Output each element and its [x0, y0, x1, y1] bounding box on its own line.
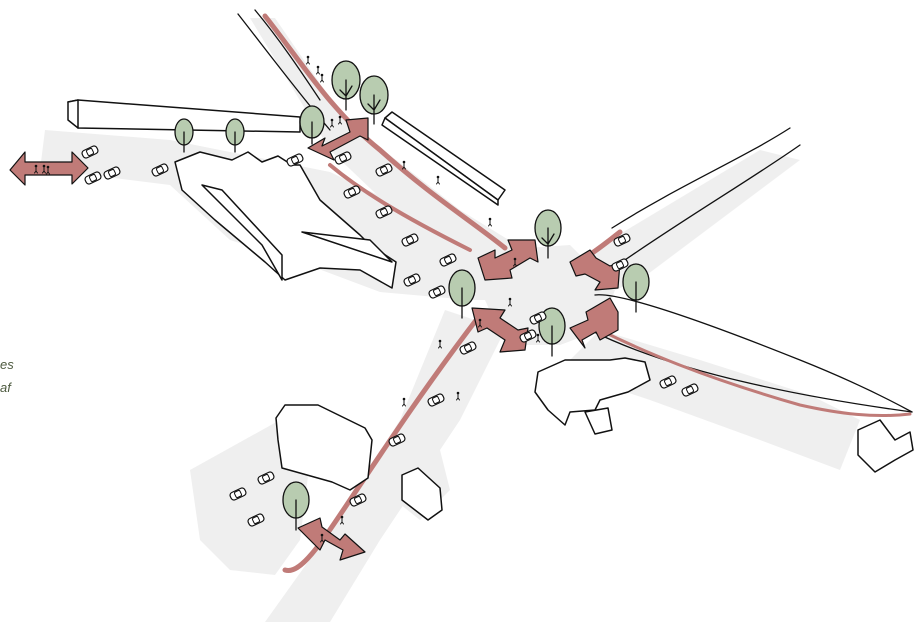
caption-line-2: af — [0, 380, 11, 395]
pedestrian-icon — [403, 398, 406, 406]
tree-icon — [300, 106, 324, 144]
building-south-east — [535, 358, 650, 434]
car-icon — [286, 153, 304, 167]
building-far-east — [858, 420, 913, 472]
caption-line-1: es — [0, 357, 14, 372]
tree-icon — [623, 264, 649, 312]
pedestrian-icon — [403, 161, 406, 169]
pedestrian-icon — [321, 74, 324, 82]
tree-icon — [332, 61, 360, 110]
pavement-lower-right — [560, 330, 860, 470]
tree-icon — [360, 76, 388, 124]
tree-icon — [449, 270, 475, 318]
pedestrian-icon — [307, 56, 310, 64]
pedestrian-icon — [317, 66, 320, 74]
pedestrian-icon — [489, 218, 492, 226]
tree-icon — [226, 119, 244, 152]
pedestrian-icon — [437, 176, 440, 184]
road-edge-east-lower — [622, 145, 800, 262]
